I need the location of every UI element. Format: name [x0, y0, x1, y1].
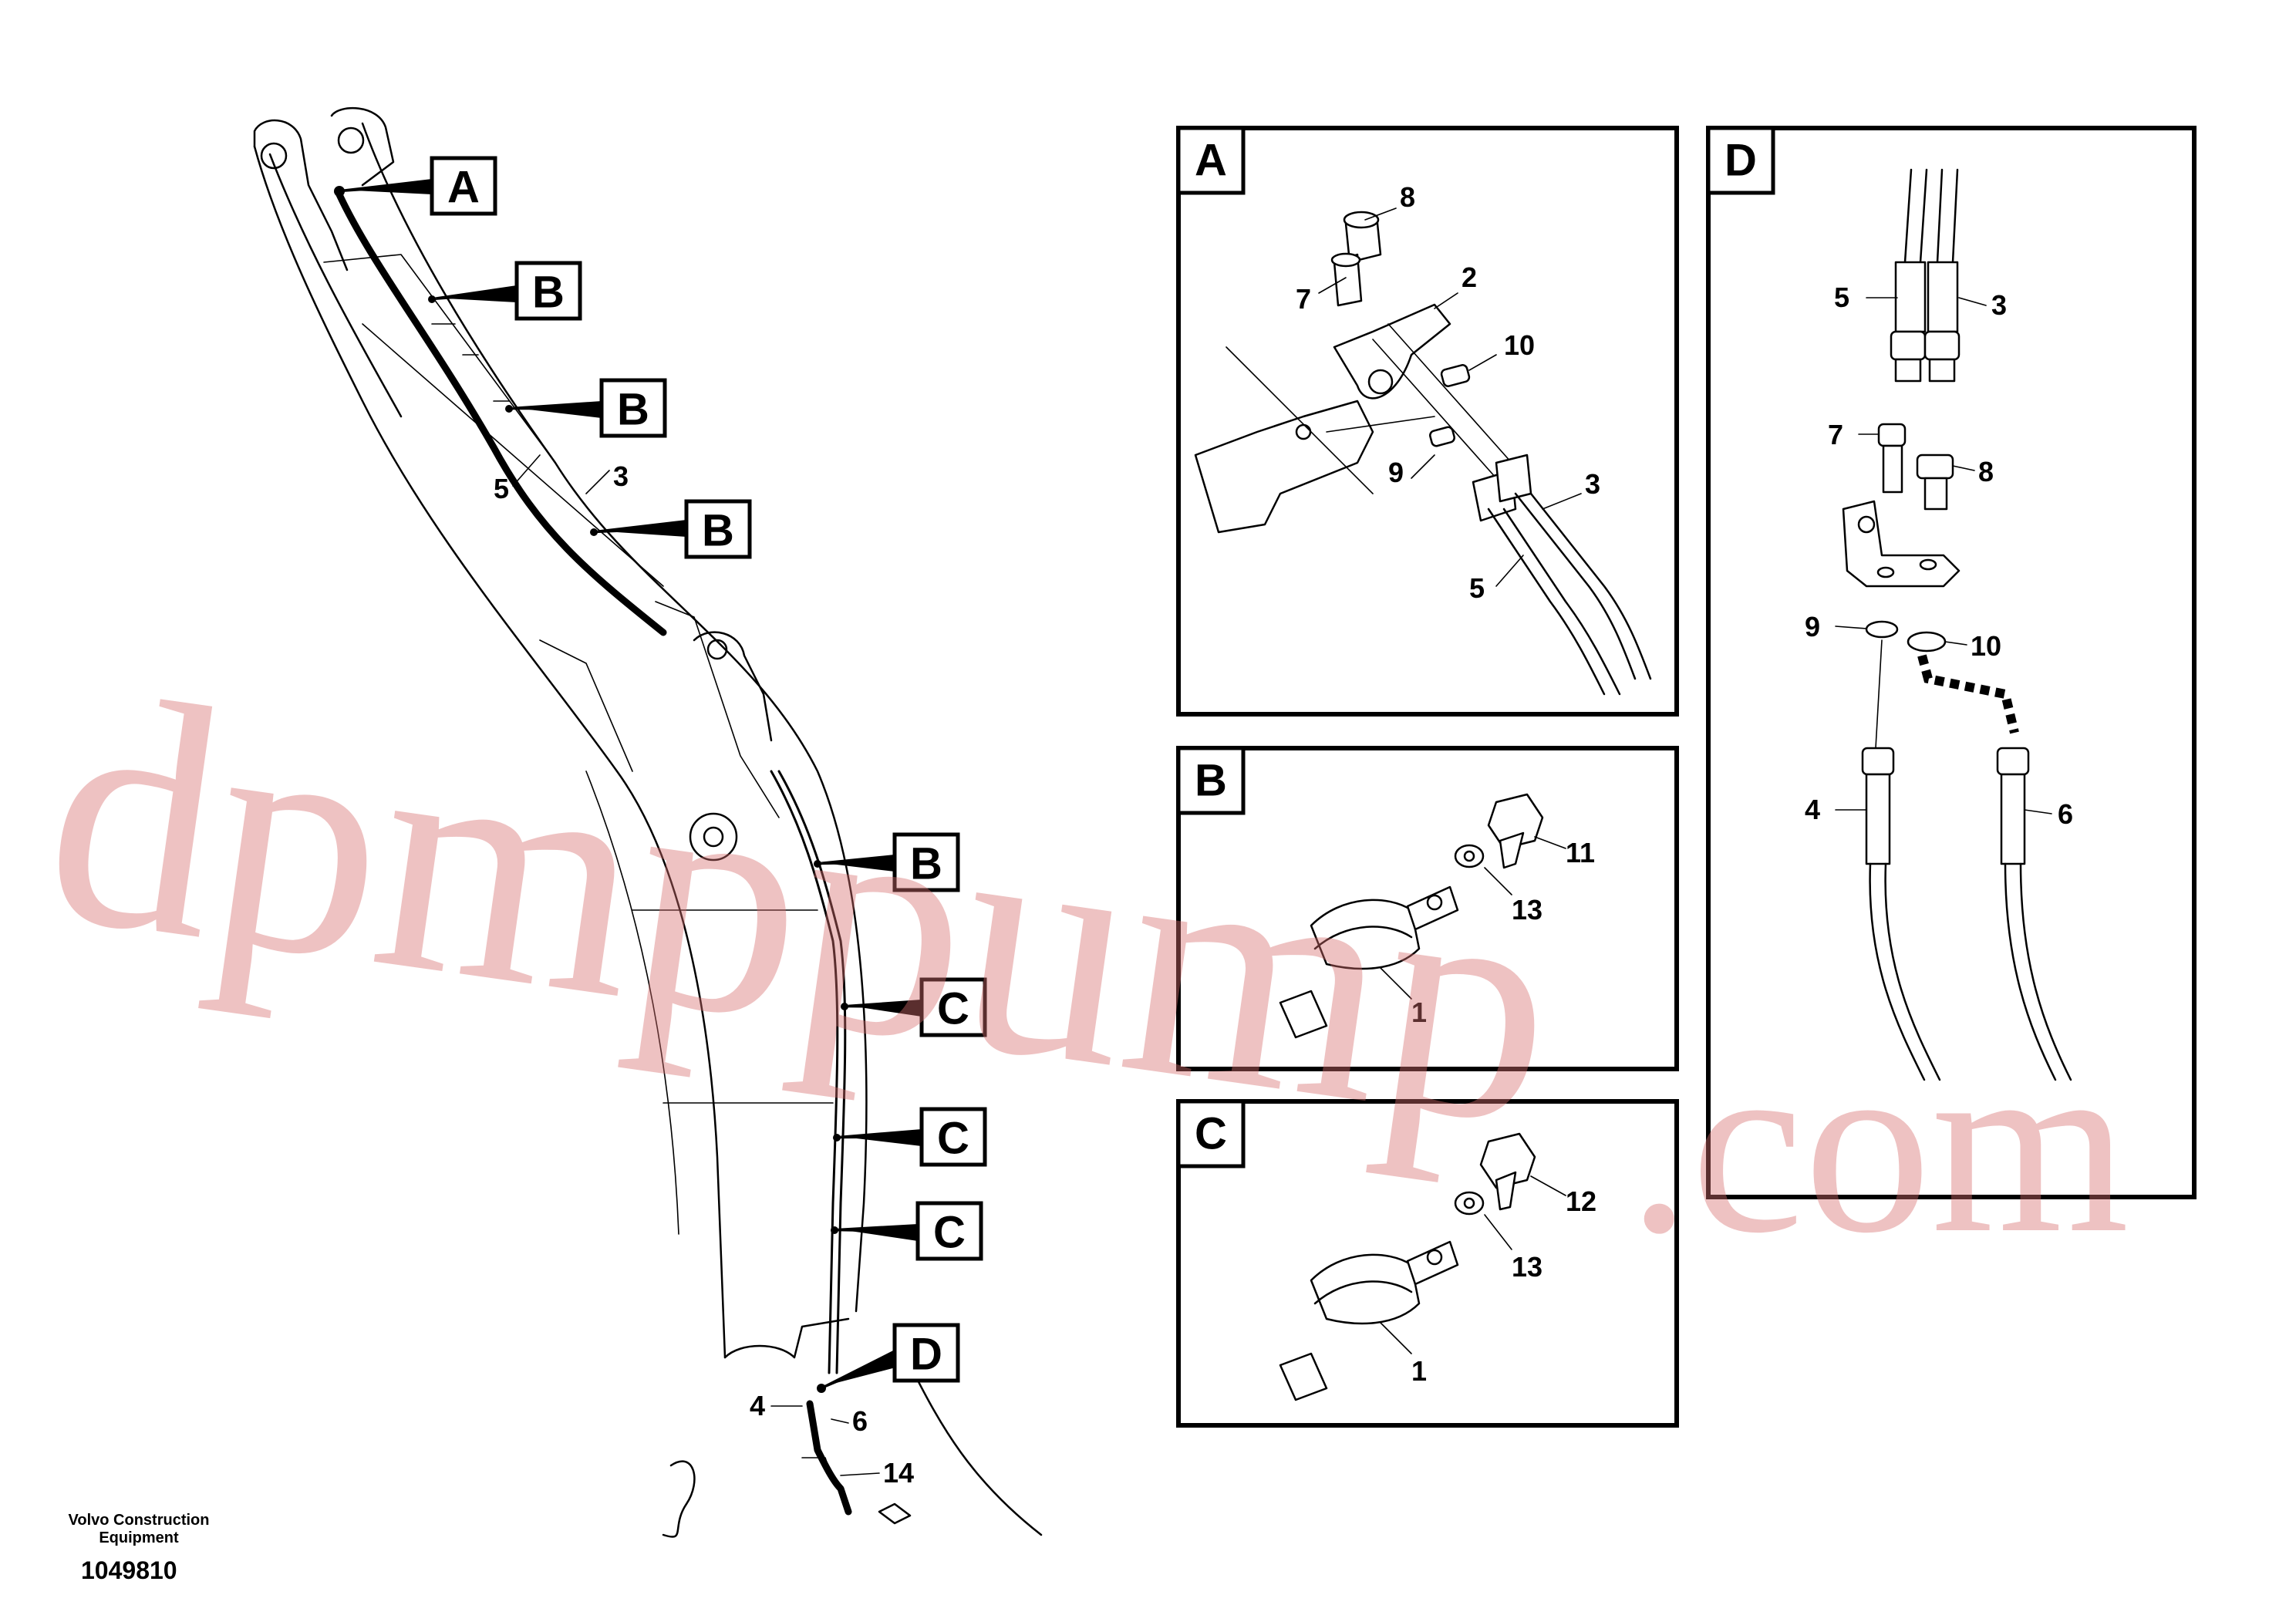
- panel-B-label-1: 1: [1411, 996, 1427, 1028]
- callout-C2[interactable]: C: [919, 1107, 987, 1167]
- main-label-14: 14: [883, 1457, 914, 1489]
- callout-C1-label: C: [937, 984, 969, 1034]
- panel-A-label-8: 8: [1400, 181, 1415, 213]
- callout-D-label: D: [910, 1330, 942, 1380]
- callout-B2[interactable]: B: [599, 378, 667, 438]
- drawing-number: 1049810: [81, 1556, 177, 1584]
- panel-C-label-1: 1: [1411, 1355, 1427, 1387]
- panel-B-tag: B: [1195, 756, 1227, 806]
- callout-B3[interactable]: B: [684, 499, 752, 559]
- callout-B1-label: B: [532, 268, 565, 318]
- panel-D-label-7: 7: [1828, 419, 1843, 450]
- callout-A-label: A: [447, 163, 480, 213]
- main-label-3: 3: [613, 460, 629, 492]
- panel-A-label-10: 10: [1504, 329, 1535, 361]
- detail-panel-B: B 11 13 1: [1176, 746, 1679, 1071]
- panel-D-tag: D: [1725, 136, 1757, 186]
- panel-D-label-4: 4: [1805, 794, 1820, 825]
- main-label-4: 4: [750, 1390, 765, 1421]
- detail-panel-C: C 12 13 1: [1176, 1099, 1679, 1428]
- main-label-6: 6: [852, 1405, 868, 1437]
- callout-D[interactable]: D: [892, 1323, 960, 1383]
- panel-D-label-10: 10: [1971, 630, 2001, 662]
- callout-C1[interactable]: C: [919, 977, 987, 1037]
- panel-C-label-13: 13: [1512, 1251, 1542, 1283]
- brand-line-1: Volvo Construction: [68, 1512, 210, 1529]
- callout-B4-label: B: [910, 839, 942, 889]
- panel-B-label-13: 13: [1512, 894, 1542, 926]
- callout-C3-label: C: [933, 1208, 966, 1258]
- panel-A-label-5: 5: [1469, 572, 1485, 604]
- panel-D-label-6: 6: [2058, 798, 2073, 830]
- panel-D-label-3: 3: [1991, 289, 2007, 321]
- callout-C3[interactable]: C: [915, 1201, 983, 1261]
- callout-B3-label: B: [702, 506, 734, 556]
- callout-C2-label: C: [937, 1114, 969, 1164]
- panel-D-label-8: 8: [1978, 456, 1994, 487]
- panel-A-label-7: 7: [1296, 283, 1311, 315]
- panel-A-label-2: 2: [1462, 261, 1477, 293]
- panel-D-label-9: 9: [1805, 611, 1820, 642]
- panel-C-label-12: 12: [1566, 1185, 1596, 1217]
- detail-panel-A: A 8 7 2 10 9 3 5: [1176, 126, 1679, 717]
- main-label-5: 5: [494, 473, 509, 504]
- brand-line-2: Equipment: [99, 1529, 179, 1546]
- detail-panel-D: D: [1706, 126, 2197, 1199]
- brand-label: Volvo Construction Equipment: [46, 1512, 231, 1547]
- callout-B1[interactable]: B: [514, 261, 582, 321]
- panel-B-label-11: 11: [1566, 837, 1595, 868]
- boom-arm-drawing: [253, 106, 1043, 1538]
- callout-leaders: [338, 179, 923, 1476]
- callout-A[interactable]: A: [430, 156, 497, 216]
- panel-A-tag: A: [1195, 136, 1227, 186]
- panel-C-tag: C: [1195, 1109, 1227, 1159]
- callout-B4[interactable]: B: [892, 832, 960, 892]
- callout-B2-label: B: [617, 385, 649, 435]
- panel-A-label-3: 3: [1585, 468, 1600, 500]
- panel-A-label-9: 9: [1388, 457, 1404, 488]
- panel-D-label-5: 5: [1834, 282, 1849, 313]
